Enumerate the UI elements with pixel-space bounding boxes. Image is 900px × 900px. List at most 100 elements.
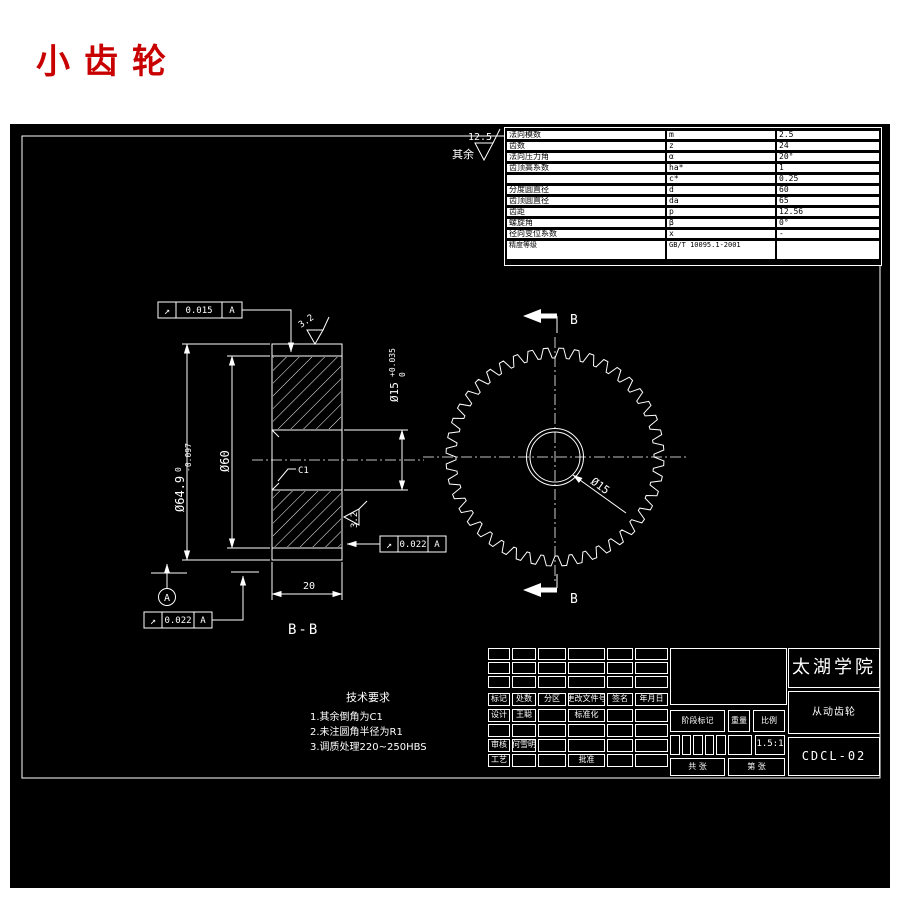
param-label: 齿顶圆直径 [507,197,665,205]
gear-front-view: Ø15 [423,337,687,581]
titleblock-cell-empty [488,676,510,688]
bore-dia-text: Ø15 [388,382,401,402]
tech-req-item: 2.未注圆角半径为R1 [310,727,403,738]
outer-dia-upper-tol: 0 [174,467,183,472]
scale-cell: 比例 [753,710,785,732]
fcf-left-datum: A [200,616,206,626]
total-sheets-cell: 共 张 [670,758,725,776]
stage-box [693,735,703,755]
param-label: 分度圆直径 [507,186,665,194]
param-label: 螺旋角 [507,219,665,227]
bore-circle [529,431,581,483]
outer-dia-lower-tol: -0.097 [184,443,193,472]
fcf-top-datum: A [229,306,235,316]
tech-req-item: 3.调质处理220~250HBS [310,742,427,753]
titleblock-cell-empty [512,676,536,688]
drawing-number: CDCL-02 [788,737,880,776]
roughness-top-symbol: 3.2 [297,313,330,346]
titleblock-cell-empty [607,739,633,752]
titleblock-cell-审核: 审核 [488,739,510,752]
titleblock-cell-王聪: 王聪 [512,709,536,722]
hatch-lower [273,491,341,547]
page-title: 小齿轮 [36,42,180,82]
section-marker-bottom: B [523,574,578,607]
param-symbol: GB/T 10095.1-2001 [667,241,775,259]
param-symbol: p [667,208,775,216]
fcf-left: ↗ 0.022 A [143,571,259,629]
titleblock-cell-年月日: 年月日 [635,693,668,706]
titleblock-cell-empty [512,662,536,674]
roughness-value: 12.5 [468,132,492,143]
roughness-top-value: 3.2 [297,313,316,331]
runout-icon: ↗ [150,616,156,627]
titleblock-cell-处数: 处数 [512,693,536,706]
titleblock-cell-签名: 签名 [607,693,633,706]
bore-dia-lower-tol: 0 [398,372,407,377]
tech-requirements: 技术要求 1.其余倒角为C1 2.未注圆角半径为R1 3.调质处理220~250… [310,690,427,755]
titleblock-cell-empty [488,724,510,737]
drawing-sheet: 其余 12.5 C1 Ø64.9 [8,122,892,890]
school-name: 太湖学院 [788,648,880,688]
stage-mark-boxes [670,735,726,755]
dim-bore-dia: Ø15 +0.035 0 [344,348,408,491]
titleblock-cell-empty [607,754,633,767]
titleblock-cell-标准化: 标准化 [568,709,605,722]
param-value: 20° [777,153,879,161]
titleblock-cell-empty [538,662,566,674]
param-label: 齿顶高系数 [507,164,665,172]
titleblock-cell-empty [635,648,668,660]
titleblock-cell-empty [607,709,633,722]
hatch-upper [273,357,341,429]
chamfer-label: C1 [298,466,309,476]
titleblock-cell-empty [538,648,566,660]
mid-dia-text: Ø60 [218,450,232,472]
tech-req-title: 技术要求 [346,691,390,704]
titleblock-cell-工艺: 工艺 [488,754,510,767]
gear-outline [445,347,665,567]
chamfer-leader [277,468,296,482]
section-marker-label: B [570,592,578,607]
stage-mark-cell: 阶段标记 [670,710,725,732]
param-value: 60 [777,186,879,194]
param-symbol: x [667,230,775,238]
param-symbol: d [667,186,775,194]
runout-icon: ↗ [386,540,392,551]
bore-chamfer-circle [526,428,584,486]
titleblock-cell-批准: 批准 [568,754,605,767]
titleblock-cell-empty [488,648,510,660]
param-label [507,175,665,183]
datum-a: A [151,563,187,606]
cad-canvas: 其余 12.5 C1 Ø64.9 [21,128,881,779]
param-value: 0.25 [777,175,879,183]
titleblock-cell-empty [635,676,668,688]
param-value: 1 [777,164,879,172]
dim-outer-dia: Ø64.9 0 -0.097 [173,343,270,561]
dim-mid-dia: Ø60 [218,355,270,549]
param-symbol: c* [667,175,775,183]
outer-dia-text: Ø64.9 [173,476,187,512]
titleblock-cell-empty [538,739,566,752]
param-symbol: z [667,142,775,150]
scale-value-cell: 1.5:1 [755,735,785,755]
param-symbol: m [667,131,775,139]
param-symbol: da [667,197,775,205]
titleblock-cell-empty [512,724,536,737]
titleblock-cell-empty [538,754,566,767]
dim-width: 20 [271,562,343,600]
fcf-top-value: 0.015 [185,306,212,316]
titleblock-cell-empty [607,676,633,688]
titleblock-cell-empty [635,724,668,737]
param-row: c*0.25 [507,175,879,183]
fcf-left-value: 0.022 [164,616,191,626]
roughness-side-symbol: 3.2 [342,500,368,528]
